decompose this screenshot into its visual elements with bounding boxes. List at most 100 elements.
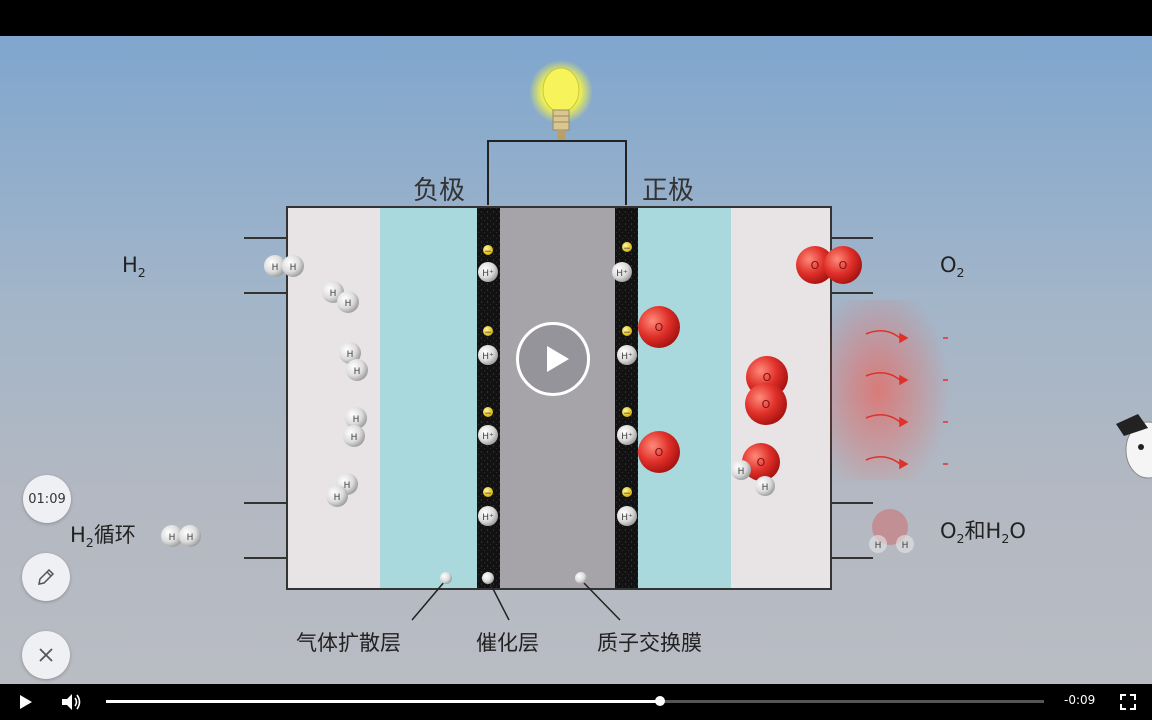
anode-catalyst-layer <box>477 208 500 588</box>
proton <box>478 345 498 365</box>
oxygen-atom <box>638 306 680 348</box>
hydrogen-atom-label: H <box>187 533 194 543</box>
proton-label: H⁺ <box>482 513 494 523</box>
proton-label: H⁺ <box>621 432 633 442</box>
electron-label: − <box>623 409 631 419</box>
top-black-bar <box>0 0 1152 36</box>
heat-arrows <box>865 330 948 470</box>
electron <box>622 242 632 252</box>
pencil-icon <box>38 568 55 585</box>
hydrogen-atom-label: H <box>169 533 176 543</box>
electron-label: − <box>623 328 631 338</box>
hydrogen-atom-label: H <box>347 350 354 360</box>
electron-label: − <box>484 489 492 499</box>
proton <box>617 506 637 526</box>
hydrogen-atom <box>337 291 359 313</box>
hydrogen-atom-label: H <box>330 289 337 299</box>
edit-button[interactable] <box>22 553 70 601</box>
proton-label: H⁺ <box>621 352 633 362</box>
hydrogen-atom-label: H <box>875 541 882 551</box>
oxygen-atom-label: O <box>839 259 848 272</box>
hydrogen-atom-label: H <box>345 299 352 309</box>
left-pipes <box>244 237 287 559</box>
hydrogen-atom-label: H <box>738 467 745 477</box>
speaker-icon <box>62 694 81 710</box>
heat-glow <box>830 300 950 480</box>
light-bulb-icon <box>529 60 593 140</box>
pointer-dot-membrane <box>575 572 587 584</box>
hydrogen-atom-label: H <box>290 263 297 273</box>
progress-handle[interactable] <box>655 696 666 706</box>
circuit-wire <box>487 140 627 205</box>
play-button[interactable] <box>14 692 36 712</box>
progress-bar[interactable] <box>106 696 1044 706</box>
catalyst-layer-label: 催化层 <box>476 631 539 655</box>
oxygen-atom <box>742 443 780 481</box>
electron-label: − <box>484 247 492 257</box>
hydrogen-atom <box>161 525 183 547</box>
hydrogen-recycle-label: H2循环 <box>70 523 136 551</box>
proton-label: H⁺ <box>482 269 494 279</box>
label-leaders <box>411 580 621 621</box>
electron-label: − <box>623 489 631 499</box>
right-pipes <box>831 237 873 559</box>
proton-label: H⁺ <box>621 513 633 523</box>
cathode-gas-diffusion-layer <box>638 208 731 588</box>
fullscreen-icon <box>1120 694 1136 710</box>
oxygen-inlet-label: O2 <box>940 253 965 281</box>
oxygen-atom <box>638 431 680 473</box>
proton-label: H⁺ <box>482 432 494 442</box>
membrane-label: 质子交换膜 <box>597 631 702 655</box>
proton <box>478 506 498 526</box>
play-icon <box>547 346 569 372</box>
oxygen-atom-label: O <box>655 446 664 459</box>
oxygen-atom <box>824 246 862 284</box>
anode-gas-diffusion-layer <box>380 208 477 588</box>
hydrogen-atom-label: H <box>902 541 909 551</box>
electron-label: − <box>484 409 492 419</box>
mascot-icon <box>1116 414 1152 479</box>
fullscreen-button[interactable] <box>1118 692 1138 712</box>
close-button[interactable] <box>22 631 70 679</box>
pointer-dot-catalyst <box>482 572 494 584</box>
hydrogen-atom-label: H <box>354 367 361 377</box>
electron <box>483 326 493 336</box>
volume-button[interactable] <box>59 691 83 713</box>
pointer-dot-diffusion <box>440 572 452 584</box>
electron <box>483 245 493 255</box>
hydrogen-atom-label: H <box>344 481 351 491</box>
proton <box>478 425 498 445</box>
remaining-time: -0:09 <box>1064 693 1096 707</box>
proton-exchange-membrane <box>500 208 615 588</box>
hydrogen-atom-label: H <box>762 483 769 493</box>
hydrogen-atom <box>869 535 887 553</box>
anode-label: 负极 <box>413 176 466 206</box>
exhaust-label: O2和H2O <box>940 519 1026 547</box>
hydrogen-atom-label: H <box>351 433 358 443</box>
proton-label: H⁺ <box>616 269 628 279</box>
hydrogen-atom <box>345 407 367 429</box>
hydrogen-atom-label: H <box>272 263 279 273</box>
oxygen-atom-label: O <box>757 456 766 469</box>
electron <box>622 407 632 417</box>
play-icon <box>20 695 32 709</box>
oxygen-atom <box>796 246 834 284</box>
proton <box>478 262 498 282</box>
electron <box>483 487 493 497</box>
timestamp-badge[interactable]: 01:09 <box>23 475 71 523</box>
proton <box>612 262 632 282</box>
hydrogen-atom <box>755 476 775 496</box>
hydrogen-atom <box>339 342 361 364</box>
close-icon <box>39 648 53 662</box>
play-overlay-button[interactable] <box>516 322 590 396</box>
hydrogen-inlet-label: H2 <box>122 253 146 281</box>
electron <box>483 407 493 417</box>
hydrogen-atom <box>896 535 914 553</box>
timestamp-text: 01:09 <box>28 491 66 507</box>
hydrogen-atom <box>179 525 201 547</box>
progress-fill <box>106 700 661 703</box>
protons-electrons: H⁺H⁺H⁺H⁺H⁺H⁺H⁺H⁺−−−−−−−− <box>478 242 637 526</box>
